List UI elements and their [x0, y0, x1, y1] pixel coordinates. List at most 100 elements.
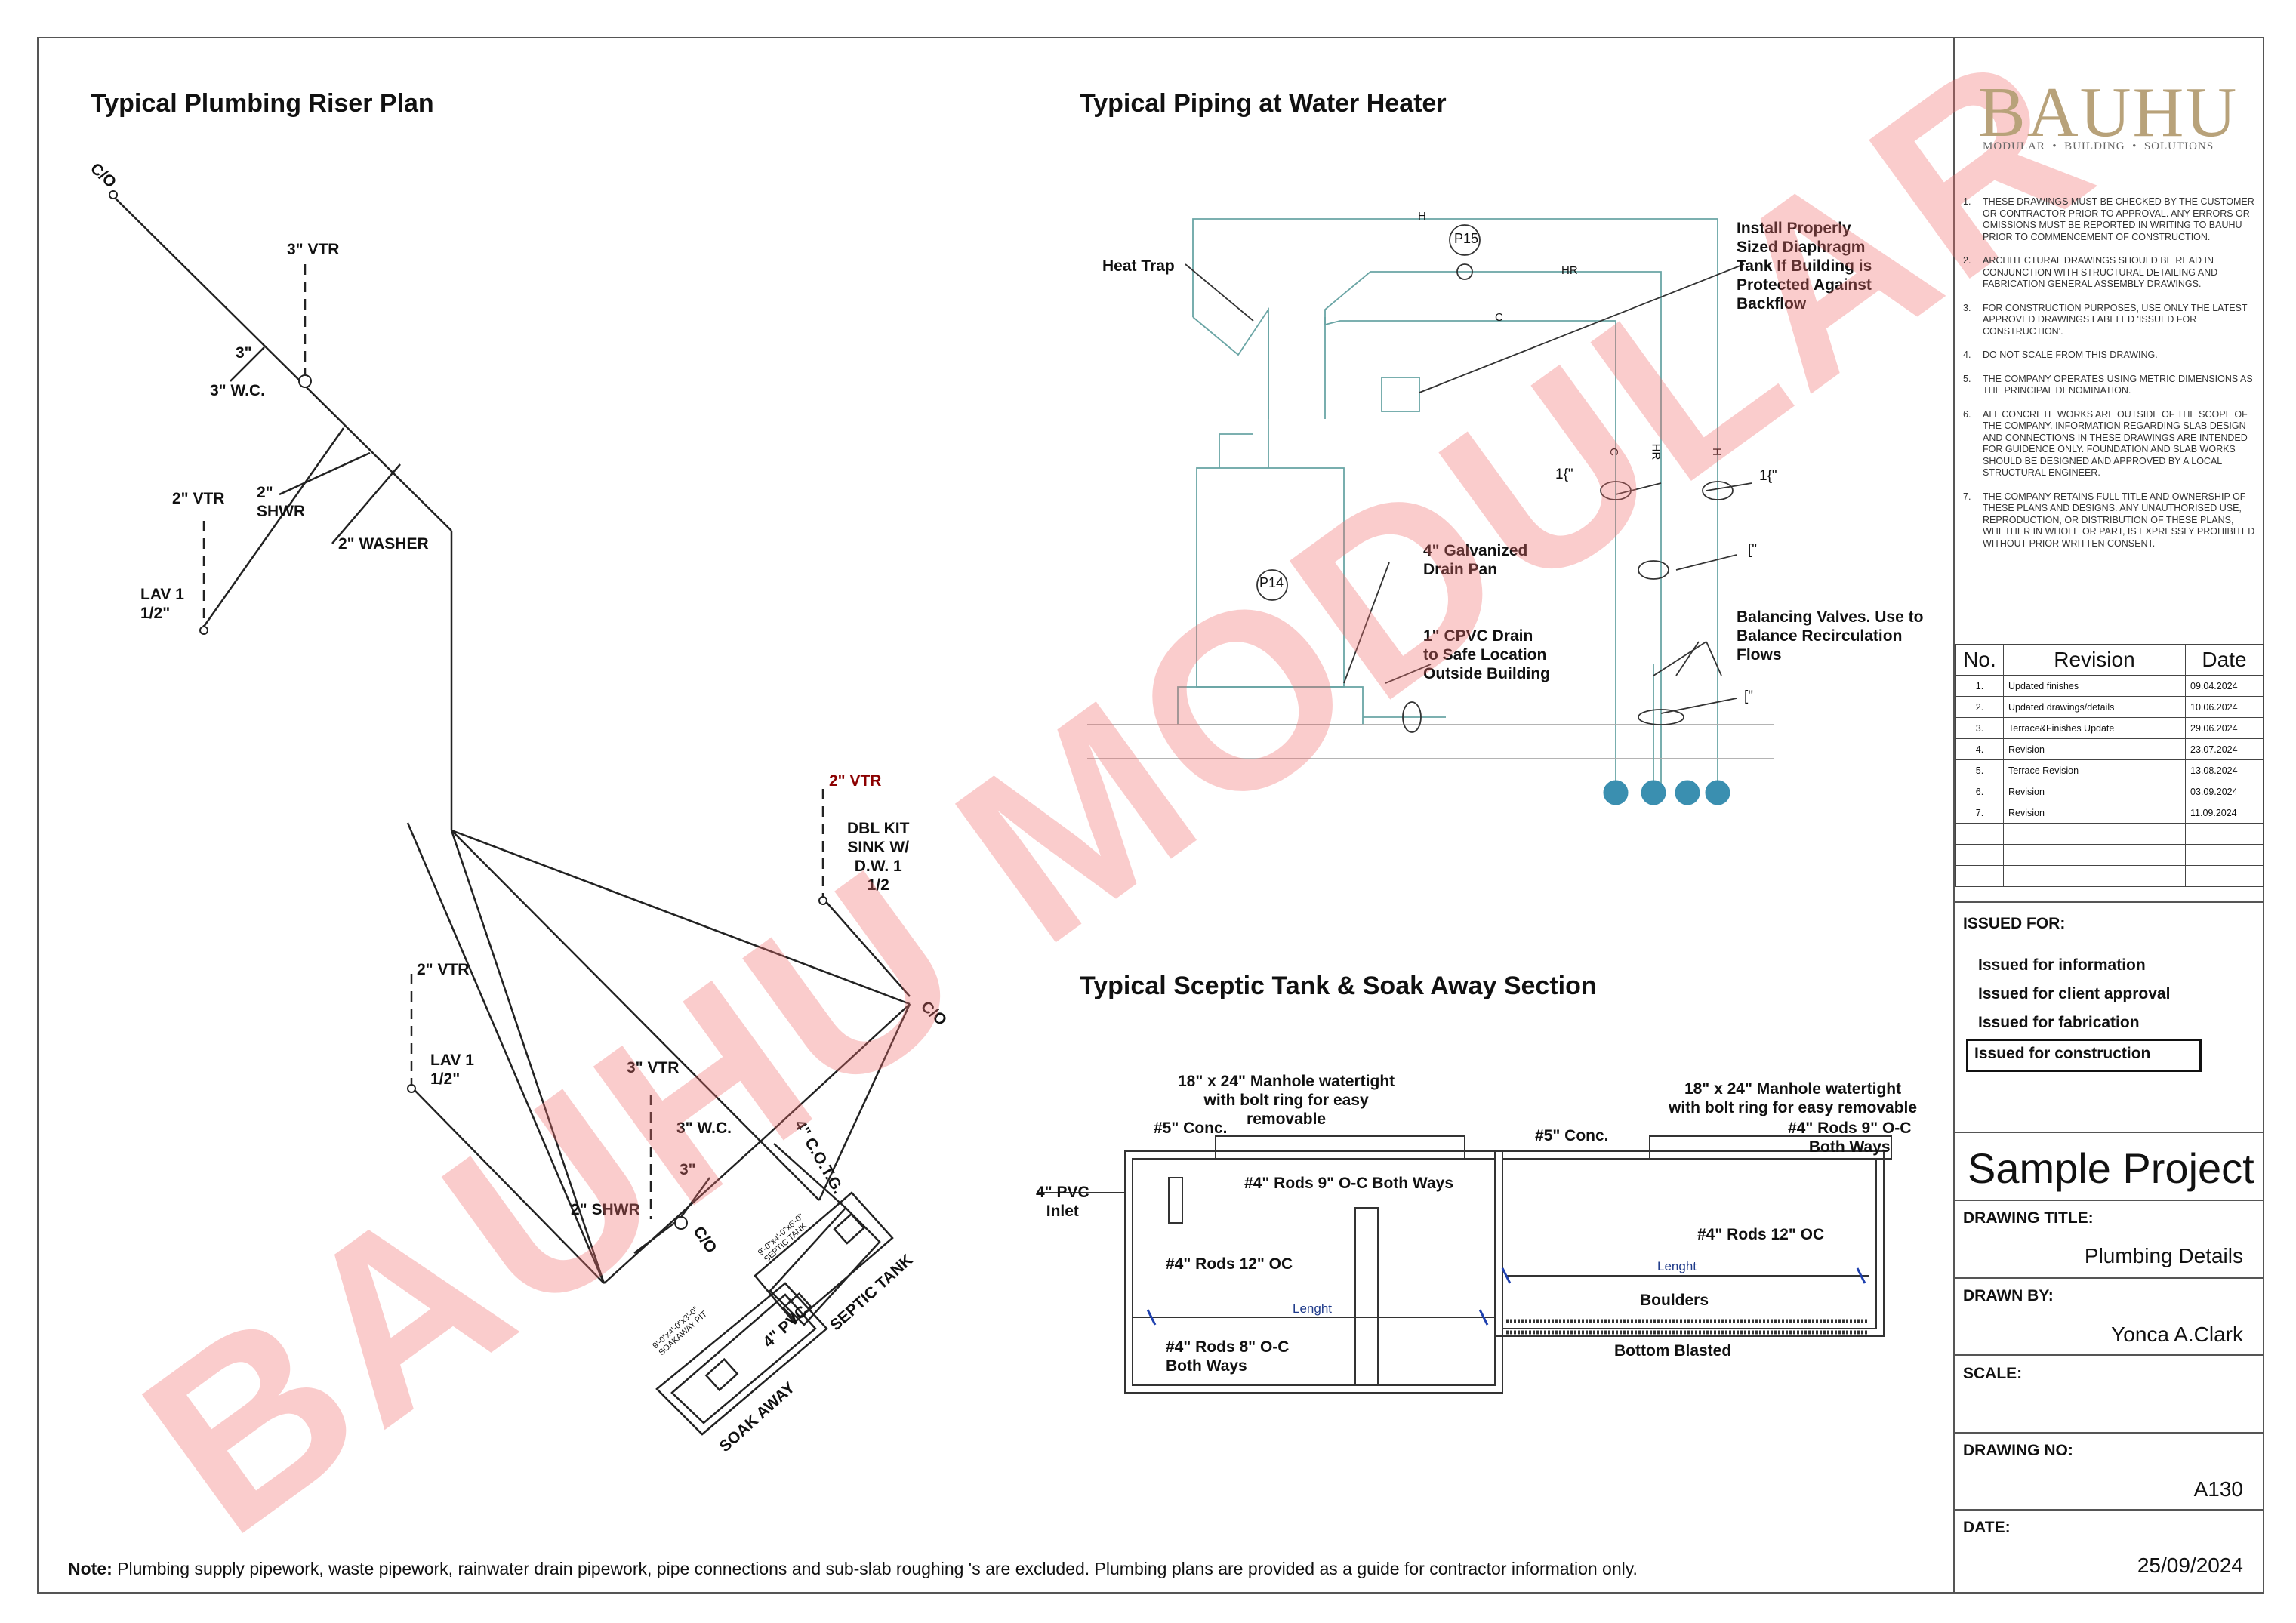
riser-plan-title: Typical Plumbing Riser Plan	[91, 89, 434, 118]
annotation: 4" PVC Inlet	[1036, 1184, 1089, 1220]
note-text: ALL CONCRETE WORKS ARE OUTSIDE OF THE SC…	[1983, 408, 2248, 479]
revision-cell-no	[1955, 823, 2004, 845]
general-note-item: 7.THE COMPANY RETAINS FULL TITLE AND OWN…	[1963, 491, 2257, 550]
revision-cell-no: 6.	[1955, 781, 2004, 802]
annotation: Install Properly Sized Diaphragm Tank If…	[1737, 220, 1872, 313]
annotation: 1" CPVC Drain to Safe Location Outside B…	[1423, 627, 1550, 682]
note-text: FOR CONSTRUCTION PURPOSES, USE ONLY THE …	[1983, 302, 2248, 337]
revision-row	[1955, 823, 2264, 845]
issued-for-option[interactable]: Issued for construction	[1966, 1039, 2202, 1072]
issued-for-option[interactable]: Issued for client approval	[1978, 985, 2171, 1002]
revision-cell-no	[1955, 865, 2004, 887]
note-text: ARCHITECTURAL DRAWINGS SHOULD BE READ IN…	[1983, 255, 2218, 289]
annotation: 18" x 24" Manhole watertight with bolt r…	[1669, 1080, 1918, 1116]
fixture-label: 2" SHWR	[257, 484, 306, 520]
note-text: THE COMPANY OPERATES USING METRIC DIMENS…	[1983, 373, 2253, 396]
annotation: Balancing Valves. Use to Balance Recircu…	[1737, 608, 1924, 664]
fixture-label: LAV 1 1/2"	[430, 1052, 474, 1088]
issued-for-option[interactable]: Issued for information	[1978, 956, 2146, 974]
note-number: 6.	[1963, 408, 1971, 420]
revision-cell-no: 5.	[1955, 759, 2004, 781]
water-heater-title: Typical Piping at Water Heater	[1080, 89, 1447, 118]
revision-cell-revision: Updated finishes	[2003, 675, 2186, 697]
general-note-item: 1. THESE DRAWINGS MUST BE CHECKED BY THE …	[1963, 196, 2257, 243]
note-text: DO NOT SCALE FROM THIS DRAWING.	[1983, 350, 2158, 360]
annotation: #4" Rods 12" OC	[1166, 1255, 1293, 1273]
pipe-size-label: 1{"	[1759, 468, 1777, 484]
revision-cell-date: 10.06.2024	[2185, 696, 2264, 718]
revision-cell-date: 09.04.2024	[2185, 675, 2264, 697]
water-heater-drawing	[1087, 218, 1774, 805]
annotation: #5" Conc.	[1154, 1119, 1228, 1137]
scale-label: SCALE:	[1963, 1365, 2023, 1382]
fixture-label: 3" W.C.	[210, 382, 265, 399]
revision-cell-no: 2.	[1955, 696, 2004, 718]
date-label: DATE:	[1963, 1519, 2011, 1536]
revision-header-no: No.	[1955, 644, 2004, 676]
pipe-size-label: 3"	[680, 1161, 696, 1178]
vent-label: 3" VTR	[627, 1059, 680, 1076]
general-note-item: 4.DO NOT SCALE FROM THIS DRAWING.	[1963, 350, 2257, 362]
annotation: #4" Rods 8" O-C Both Ways	[1166, 1338, 1290, 1375]
revision-cell-no: 1.	[1955, 675, 2004, 697]
revision-cell-revision	[2003, 865, 2186, 887]
equipment-tag: P14	[1259, 575, 1284, 590]
revision-row	[1955, 844, 2264, 866]
revision-cell-no: 3.	[1955, 717, 2004, 739]
pipe-tag: HR	[1561, 264, 1578, 277]
revision-header-revision: Revision	[2003, 644, 2186, 676]
general-note-item: 2. ARCHITECTURAL DRAWINGS SHOULD BE READ …	[1963, 255, 2257, 291]
vent-label: 2" VTR	[829, 772, 882, 790]
septic-section-title: Typical Sceptic Tank & Soak Away Section	[1080, 972, 1597, 1000]
revision-header-date: Date	[2185, 644, 2264, 676]
revision-cell-date: 11.09.2024	[2185, 802, 2264, 824]
note-number: 5.	[1963, 373, 1971, 384]
revision-cell-date	[2185, 823, 2264, 845]
revision-cell-revision: Terrace Revision	[2003, 759, 2186, 781]
general-note-item: 6. ALL CONCRETE WORKS ARE OUTSIDE OF THE …	[1963, 409, 2257, 479]
dimension-label: Lenght	[1657, 1259, 1697, 1273]
vent-label: 3" VTR	[287, 241, 340, 258]
company-tagline: MODULAR • BUILDING • SOLUTIONS	[1983, 140, 2214, 152]
note-text: THESE DRAWINGS MUST BE CHECKED BY THE CU…	[1983, 196, 2254, 242]
annotation: #5" Conc.	[1535, 1127, 1609, 1144]
revision-cell-revision: Revision	[2003, 738, 2186, 760]
revision-cell-revision: Revision	[2003, 781, 2186, 802]
annotation: Bottom Blasted	[1614, 1342, 1732, 1360]
revision-cell-no: 4.	[1955, 738, 2004, 760]
note-number: 1.	[1963, 196, 1971, 207]
fixture-label: 2" WASHER	[338, 535, 429, 553]
annotation: Boulders	[1640, 1292, 1709, 1309]
general-note-item: 3.FOR CONSTRUCTION PURPOSES, USE ONLY TH…	[1963, 303, 2257, 338]
pipe-tag: H	[1418, 210, 1426, 223]
fixture-label: LAV 1 1/2"	[140, 586, 184, 622]
pipe-tag: C	[1495, 311, 1503, 324]
company-logo: BAUHU	[1978, 73, 2239, 152]
note-number: 2.	[1963, 255, 1971, 266]
annotation: #4" Rods 9" O-C Both Ways	[1244, 1175, 1454, 1192]
drawing-title-value: Plumbing Details	[2084, 1244, 2243, 1267]
revision-cell-date: 23.07.2024	[2185, 738, 2264, 760]
issued-for-option[interactable]: Issued for fabrication	[1978, 1014, 2140, 1031]
annotation: Heat Trap	[1102, 257, 1175, 275]
annotation: 4" Galvanized Drain Pan	[1423, 542, 1528, 578]
pipe-size-label: ["	[1744, 688, 1754, 704]
septic-section-drawing	[1038, 1135, 1892, 1394]
vent-label: 2" VTR	[417, 961, 470, 978]
project-name: Sample Project	[1968, 1144, 2254, 1192]
revision-cell-date: 13.08.2024	[2185, 759, 2264, 781]
fixture-label: 3" W.C.	[676, 1119, 732, 1137]
revision-cell-revision: Revision	[2003, 802, 2186, 824]
equipment-tag: P15	[1454, 231, 1479, 246]
pipe-size-label: 3"	[236, 344, 252, 362]
drawing-no-label: DRAWING NO:	[1963, 1442, 2073, 1459]
pipe-size-label: 1{"	[1555, 467, 1573, 482]
drawing-no-value: A130	[2193, 1477, 2243, 1501]
